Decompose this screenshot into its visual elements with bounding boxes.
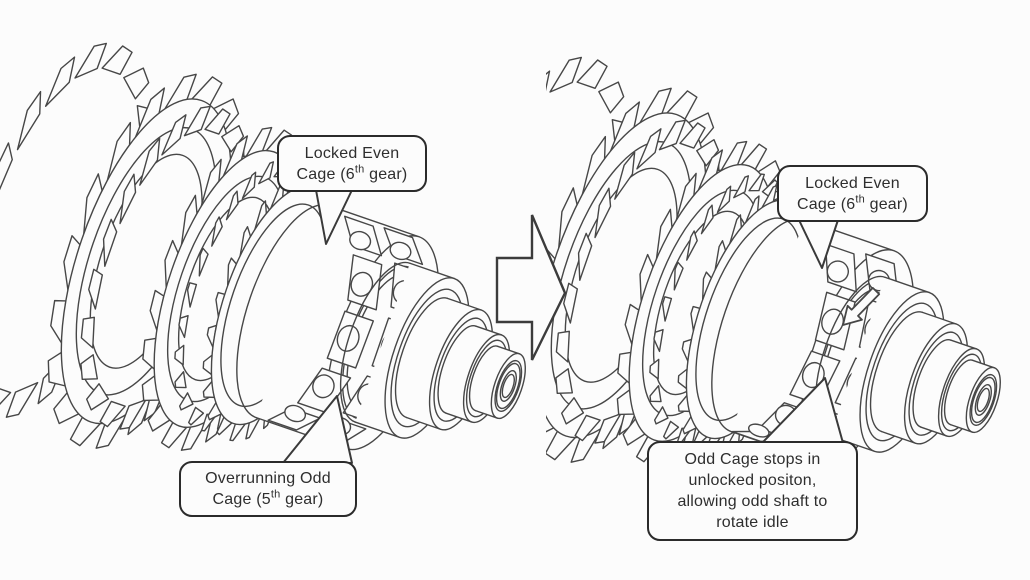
callout-line: Cage (5th gear) — [212, 488, 324, 508]
callout-odd-cage-stops: Odd Cage stops in unlocked positon, allo… — [647, 441, 858, 541]
callout-line: unlocked positon, — [688, 472, 817, 489]
callout-line: allowing odd shaft to — [677, 493, 828, 510]
right-block-arrow-icon — [495, 214, 567, 361]
cage-rotation-arrow-icon — [842, 287, 881, 326]
callout-locked-even-cage-left: Locked Even Cage (6th gear) — [277, 135, 427, 192]
callout-line: Locked Even — [805, 174, 900, 192]
callout-line: rotate idle — [716, 514, 789, 531]
callout-line: Cage (6th gear) — [797, 193, 908, 213]
callout-line: Locked Even — [304, 144, 400, 162]
callout-line: Cage (6th gear) — [296, 163, 408, 183]
callout-overrunning-odd-cage: Overrunning Odd Cage (5th gear) — [179, 461, 357, 517]
callout-locked-even-cage-right: Locked Even Cage (6th gear) — [777, 165, 928, 222]
callout-line: Odd Cage stops in — [684, 451, 821, 468]
callout-line: Overrunning Odd — [205, 470, 331, 487]
